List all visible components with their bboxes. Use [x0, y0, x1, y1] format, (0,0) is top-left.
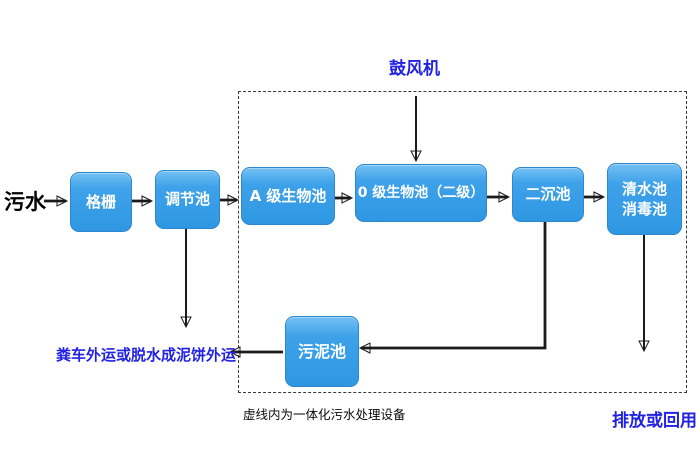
node-secondary-sedimentation-tank: 二沉池 — [512, 167, 584, 222]
node-grille: 格栅 — [70, 172, 132, 232]
node-sludge-tank: 污泥池 — [285, 316, 359, 387]
discharge-label: 排放或回用 — [612, 411, 697, 431]
clear-water-tank-line1: 清水池 — [621, 179, 667, 198]
node-grille-label: 格栅 — [85, 192, 116, 211]
node-a-bio-tank: A 级生物池 — [241, 167, 335, 225]
node-o-bio-tank: 0 级生物池（二级） — [355, 164, 487, 222]
integrated-equipment-boundary — [238, 91, 687, 393]
blower-label: 鼓风机 — [389, 59, 440, 79]
node-secondary-sedimentation-tank-label: 二沉池 — [525, 185, 571, 204]
sludge-disposal-label: 粪车外运或脱水成泥饼外运 — [56, 346, 237, 364]
dashed-box-caption: 虚线内为一体化污水处理设备 — [243, 407, 406, 422]
node-o-bio-tank-label: 0 级生物池（二级） — [357, 184, 485, 201]
influent-label: 污水 — [4, 190, 46, 214]
clear-water-tank-line2: 消毒池 — [621, 200, 667, 218]
node-clear-water-disinfection-tank: 清水池 消毒池 — [607, 163, 682, 235]
arrow-sedimentation-to-sludge — [358, 222, 547, 354]
node-a-bio-tank-label: A 级生物池 — [249, 186, 327, 205]
node-sludge-tank-label: 污泥池 — [297, 341, 346, 361]
node-regulating-tank-label: 调节池 — [164, 190, 210, 209]
node-regulating-tank: 调节池 — [155, 170, 220, 229]
